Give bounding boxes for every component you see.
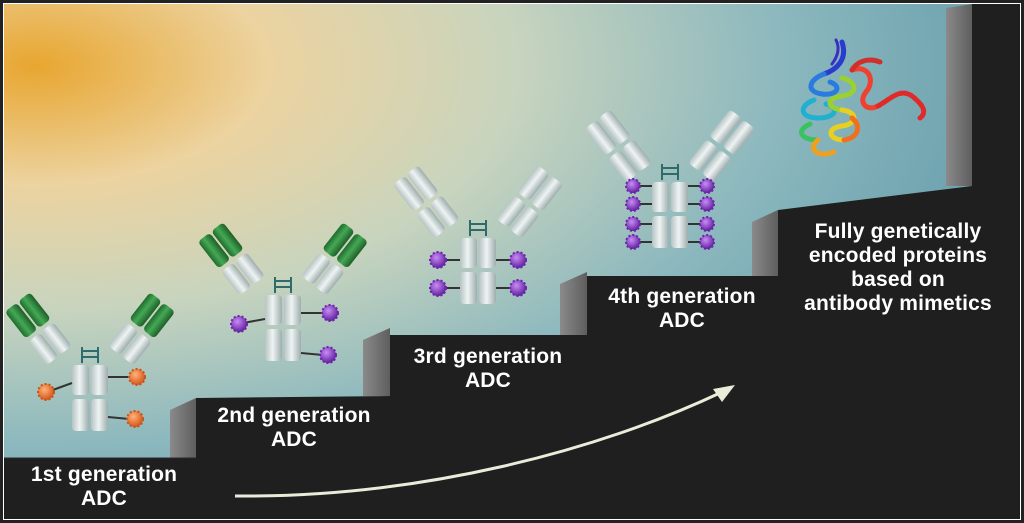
label-2nd-generation: 2nd generation ADC [196, 404, 392, 452]
progress-arrow [234, 385, 735, 498]
label-1st-generation-line2: ADC [80, 487, 128, 510]
label-1st-generation: 1st generation ADC [8, 463, 200, 511]
label-4th-generation: 4th generation ADC [584, 285, 780, 333]
label-antibody-mimetics-line1: Fully genetically [814, 220, 982, 243]
antibody-mimetic-protein [799, 38, 927, 157]
antibody-1st-generation [6, 293, 174, 431]
label-antibody-mimetics-line4: antibody mimetics [804, 292, 992, 315]
staircase [4, 4, 1020, 519]
label-antibody-mimetics: Fully genetically encoded proteins based… [780, 220, 1016, 316]
antibody-2nd-generation [199, 223, 367, 364]
label-4th-generation-line2: ADC [658, 309, 706, 332]
label-3rd-generation-line2: ADC [464, 369, 512, 392]
label-2nd-generation-line2: ADC [270, 428, 318, 451]
label-antibody-mimetics-line3: based on [851, 268, 945, 291]
label-antibody-mimetics-line2: encoded proteins [808, 244, 988, 267]
label-3rd-generation: 3rd generation ADC [390, 345, 586, 393]
label-4th-generation-line1: 4th generation [608, 285, 756, 308]
label-1st-generation-line1: 1st generation [30, 463, 178, 486]
label-2nd-generation-line1: 2nd generation [217, 404, 371, 427]
antibody-4th-generation [586, 110, 754, 250]
antibody-3rd-generation [394, 166, 562, 304]
label-3rd-generation-line1: 3rd generation [413, 345, 563, 368]
stair-risers [170, 4, 972, 458]
